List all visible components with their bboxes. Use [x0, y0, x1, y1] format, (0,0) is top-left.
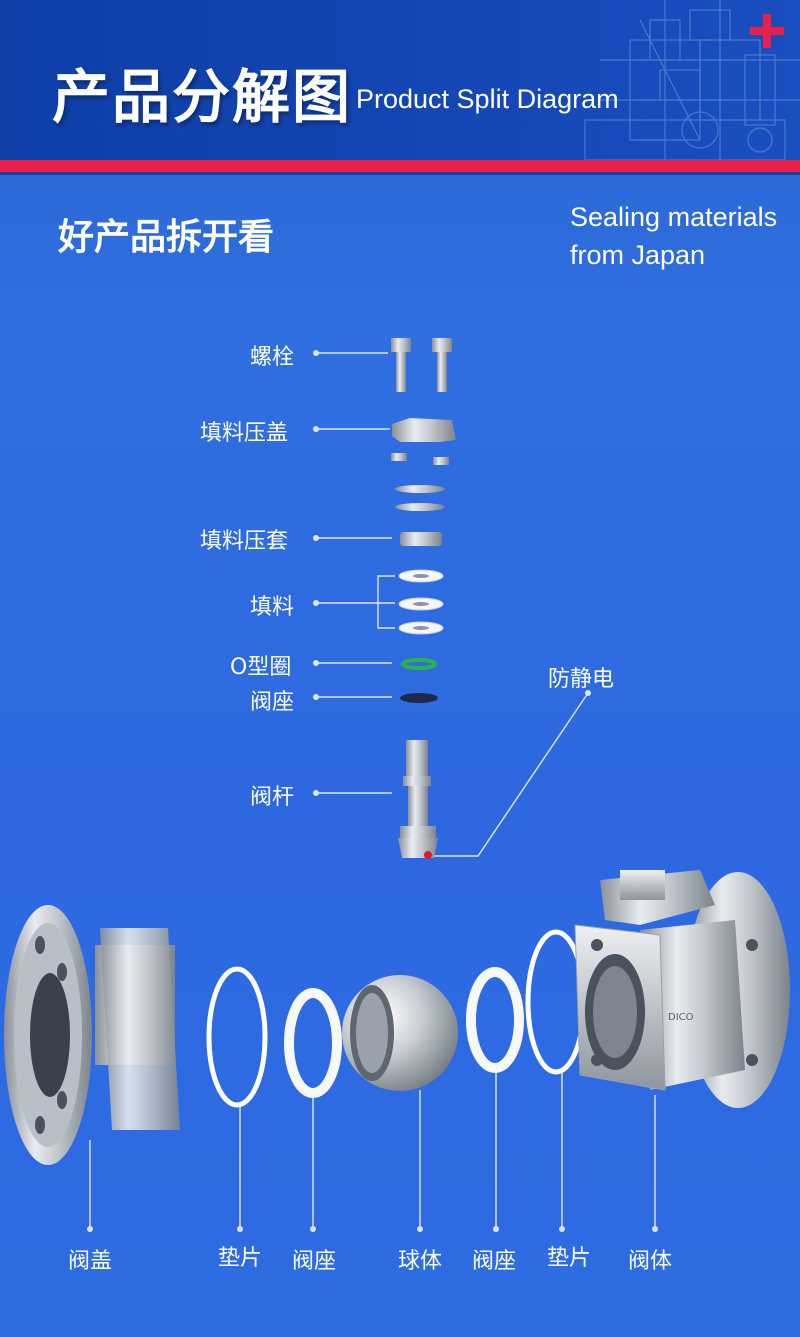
- page-title: 产品分解图: [52, 63, 353, 131]
- label-gasket-left: 垫片: [218, 1246, 263, 1271]
- seat-right-part: [466, 967, 524, 1073]
- antistatic-point: [424, 851, 432, 859]
- label-stem-seat: 阀座: [250, 690, 295, 715]
- sealing-note-line1: Sealing materials: [570, 202, 778, 232]
- washer-part: [395, 485, 445, 511]
- red-plus-icon: [750, 14, 784, 48]
- label-stem: 阀杆: [250, 785, 295, 810]
- label-gasket-right: 垫片: [547, 1246, 592, 1271]
- label-ball: 球体: [398, 1249, 443, 1274]
- bolt-part: [391, 338, 452, 392]
- packing-rings-part: [398, 569, 444, 635]
- ball-part: [342, 975, 458, 1091]
- section-subtitle: 好产品拆开看: [58, 217, 275, 258]
- stem-seat-part: [400, 693, 438, 703]
- label-antistatic: 防静电: [548, 667, 615, 692]
- label-gland-bush: 填料压套: [200, 529, 289, 554]
- seat-left-part: [284, 988, 342, 1098]
- label-valve-body: 阀体: [628, 1249, 673, 1274]
- sealing-note: Sealing materials from Japan: [570, 198, 777, 274]
- label-seat-left: 阀座: [292, 1249, 337, 1274]
- packing-gland-part: [391, 418, 456, 465]
- gasket-left-part: [206, 966, 268, 1108]
- bonnet-part: [4, 905, 180, 1165]
- gland-bush-part: [400, 532, 442, 546]
- body-marking: DICO: [668, 1012, 694, 1023]
- valve-body-part: [574, 870, 790, 1108]
- label-o-ring: O型圈: [230, 655, 292, 680]
- header-divider: [0, 172, 800, 175]
- label-bolt: 螺栓: [250, 345, 295, 370]
- label-seat-right: 阀座: [472, 1249, 517, 1274]
- label-packing-gland: 填料压盖: [200, 421, 289, 446]
- header-banner: 产品分解图 Product Split Diagram: [0, 0, 800, 160]
- page-title-english: Product Split Diagram: [356, 84, 619, 114]
- valve-stem-part: [398, 740, 438, 858]
- header-accent-stripe: [0, 160, 800, 172]
- o-ring-part: [401, 658, 437, 670]
- label-bonnet: 阀盖: [68, 1249, 113, 1274]
- blueprint-decoration: [584, 0, 800, 160]
- label-packing: 填料: [250, 595, 295, 620]
- sealing-note-line2: from Japan: [570, 240, 706, 270]
